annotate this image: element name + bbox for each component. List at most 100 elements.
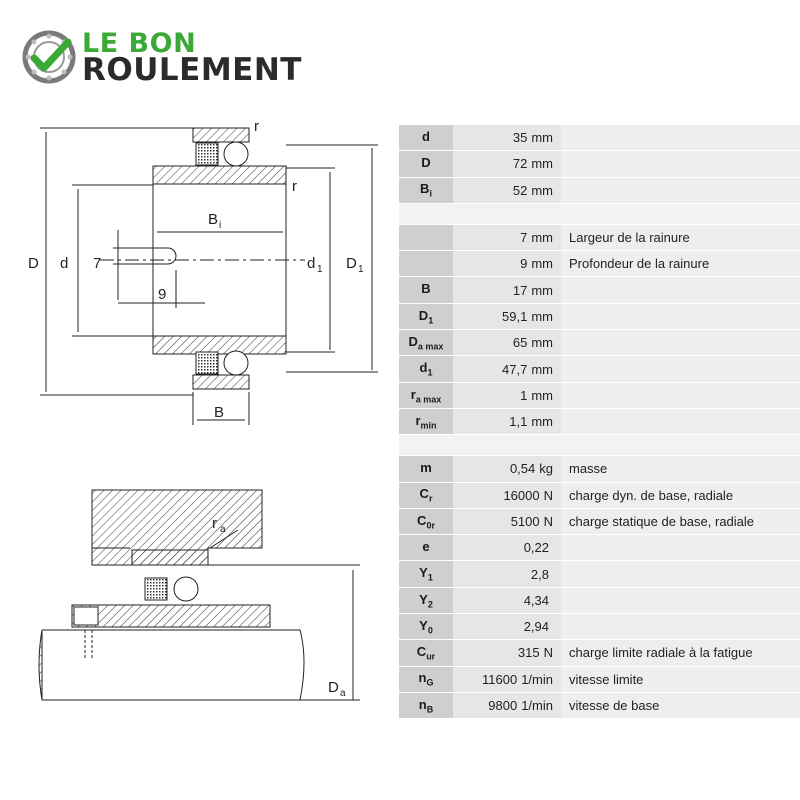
bearing-drawing: D d 7 9 B i d 1 D 1 B r r xyxy=(28,118,378,701)
label-Da: D xyxy=(328,679,339,696)
spec-description xyxy=(561,276,800,304)
spec-description: charge dyn. de base, radiale xyxy=(561,482,800,509)
spec-value: 4,34 xyxy=(453,587,561,615)
spec-symbol: ra max xyxy=(399,382,453,409)
spec-symbol: B xyxy=(399,276,453,304)
spec-symbol: d1 xyxy=(399,355,453,383)
spec-gap-row xyxy=(399,203,800,225)
label-ra: r xyxy=(212,515,217,532)
label-Bi: B xyxy=(208,211,218,228)
spec-value: 2,8 xyxy=(453,560,561,588)
label-r-top: r xyxy=(254,118,259,135)
spec-symbol: nG xyxy=(399,666,453,693)
label-d1-sub: 1 xyxy=(317,264,323,275)
spec-description xyxy=(561,329,800,357)
spec-symbol: Y1 xyxy=(399,560,453,588)
label-nine: 9 xyxy=(158,286,166,303)
spec-symbol: m xyxy=(399,455,453,483)
spec-symbol: d xyxy=(399,125,453,152)
spec-symbol: Cur xyxy=(399,639,453,667)
spec-value: 0,22 xyxy=(453,534,561,562)
label-d: d xyxy=(60,255,68,272)
spec-description xyxy=(561,150,800,178)
spec-description xyxy=(561,355,800,383)
spec-description xyxy=(561,560,800,588)
brand-logo: LE BON ROULEMENT xyxy=(22,28,302,88)
spec-description: vitesse limite xyxy=(561,666,800,693)
spec-description: charge limite radiale à la fatigue xyxy=(561,639,800,667)
spec-symbol: Da max xyxy=(399,329,453,357)
label-D: D xyxy=(28,255,39,272)
label-Bi-sub: i xyxy=(219,220,221,231)
spec-description xyxy=(561,613,800,641)
spec-description xyxy=(561,125,800,152)
spec-value: 2,94 xyxy=(453,613,561,641)
spec-symbol: D1 xyxy=(399,303,453,331)
logo-line2: ROULEMENT xyxy=(82,52,302,88)
spec-symbol: rmin xyxy=(399,408,453,436)
spec-description: vitesse de base xyxy=(561,692,800,720)
logo-line1: LE BON xyxy=(82,28,197,59)
label-d1: d xyxy=(307,255,315,272)
spec-description: Profondeur de la rainure xyxy=(561,250,800,278)
spec-description xyxy=(561,587,800,615)
spec-gap-row xyxy=(399,434,800,457)
label-r-right: r xyxy=(292,178,297,195)
spec-symbol: nB xyxy=(399,692,453,720)
spec-symbol: Y2 xyxy=(399,587,453,615)
label-ra-sub: a xyxy=(220,524,226,535)
label-D1-sub: 1 xyxy=(358,264,364,275)
spec-symbol: Y0 xyxy=(399,613,453,641)
spec-description: Largeur de la rainure xyxy=(561,224,800,252)
spec-description: charge statique de base, radiale xyxy=(561,508,800,536)
spec-description: masse xyxy=(561,455,800,483)
spec-symbol xyxy=(399,224,453,252)
spec-description xyxy=(561,408,800,436)
spec-symbol xyxy=(399,250,453,278)
spec-description xyxy=(561,177,800,204)
spec-symbol: Cr xyxy=(399,482,453,509)
spec-symbol: D xyxy=(399,150,453,178)
bottom-mounting-view xyxy=(38,489,360,701)
spec-symbol: C0r xyxy=(399,508,453,536)
label-B: B xyxy=(214,404,224,421)
spec-symbol: e xyxy=(399,534,453,562)
label-seven: 7 xyxy=(93,255,101,272)
